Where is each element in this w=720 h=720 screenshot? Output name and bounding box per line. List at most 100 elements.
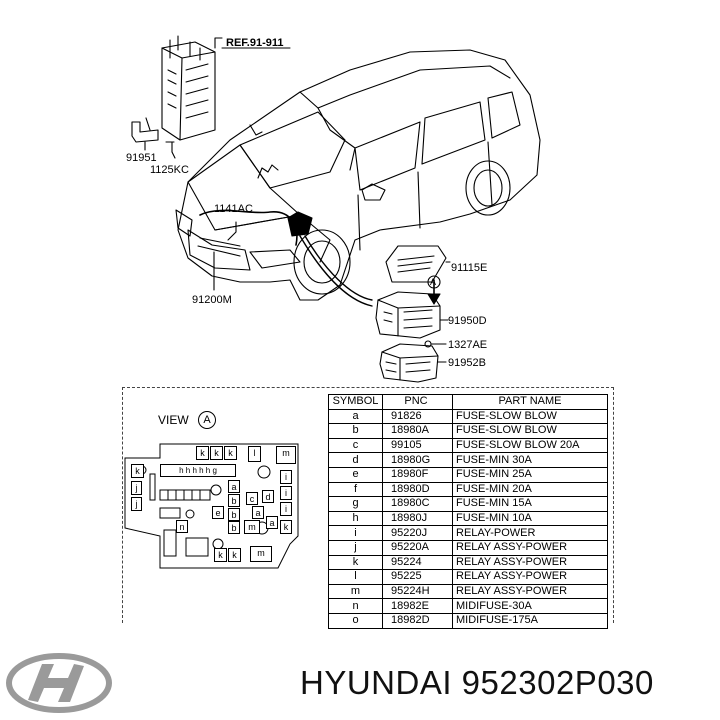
row-symbol: b [328,423,383,439]
row-symbol: n [328,598,383,614]
slot-a1: a [228,480,240,493]
slot-k1: k [196,446,209,460]
row-part-name: RELAY ASSY-POWER [452,569,608,585]
row-symbol: f [328,481,383,498]
row-part-name: FUSE-MIN 25A [452,466,608,483]
slot-k5: k [280,520,292,534]
callout-bracket: 91951 [126,152,157,164]
parts-table-header: SYMBOL PNC PART NAME [328,394,608,410]
header-symbol: SYMBOL [328,394,383,410]
callout-front-harness: 91200M [192,294,232,306]
row-part-name: FUSE-MIN 20A [452,481,608,498]
row-symbol: e [328,466,383,483]
row-part-name: FUSE-SLOW BLOW 20A [452,437,608,454]
row-symbol: l [328,569,383,585]
hyundai-logo-icon [6,653,112,713]
slot-i3: i [280,502,292,516]
row-part-name: RELAY ASSY-POWER [452,554,608,571]
slot-k6: k [214,548,227,562]
row-pnc: 18982D [382,612,453,629]
row-symbol: j [328,539,383,556]
row-symbol: i [328,525,383,541]
bracket-part [131,121,159,143]
slot-d1: d [262,490,274,503]
callout-nut: 1327AE [448,339,488,351]
row-symbol: g [328,496,383,512]
row-pnc: 18980D [382,481,453,498]
slot-j2: j [131,497,142,511]
row-pnc: 95220A [382,539,453,556]
slot-n1: n [176,520,188,533]
slot-a3: a [266,516,278,529]
row-part-name: FUSE-MIN 30A [452,452,608,468]
slot-m2: m [244,520,260,534]
row-pnc: 18980J [382,510,453,527]
junction-box-part [375,291,441,339]
row-symbol: d [328,452,383,468]
header-pnc: PNC [382,394,453,410]
slot-i2: i [280,486,292,500]
slot-k2: k [210,446,223,460]
row-pnc: 18980G [382,452,453,468]
row-symbol: a [328,408,383,425]
row-part-name: FUSE-SLOW BLOW [452,423,608,439]
row-pnc: 95225 [382,569,453,585]
callout-junction-box: 91950D [448,315,487,327]
slot-c1: c [246,492,258,505]
slot-j1: j [131,481,142,495]
slot-e1: e [212,506,224,519]
callout-bolt: 1125KC [150,164,189,176]
cover-part [385,245,447,283]
slot-a2: a [252,506,264,519]
row-symbol: k [328,554,383,571]
slot-l1: l [248,446,261,462]
view-arrow-letter: A [430,277,437,287]
slot-m1: m [276,446,296,464]
slot-k7: k [228,548,241,562]
row-pnc: 18980C [382,496,453,512]
row-part-name: MIDIFUSE-175A [452,612,608,629]
view-label: VIEW [158,413,189,427]
slot-h-row: h h h h h g [160,464,236,477]
slot-i1: i [280,470,292,484]
row-pnc: 91826 [382,408,453,425]
detail-panel [122,387,614,623]
row-symbol: o [328,612,383,629]
slot-b3: b [228,521,240,534]
row-part-name: MIDIFUSE-30A [452,598,608,614]
row-pnc: 99105 [382,437,453,454]
row-part-name: FUSE-MIN 10A [452,510,608,527]
brand-part-number: HYUNDAI 952302P030 [300,664,654,701]
row-pnc: 18980F [382,466,453,483]
row-part-name: FUSE-MIN 15A [452,496,608,512]
row-pnc: 95224H [382,583,453,600]
slot-b2: b [228,508,240,521]
slot-k3: k [224,446,237,460]
header-part-name: PART NAME [452,394,608,410]
callout-cover: 91115E [451,262,488,274]
row-pnc: 18982E [382,598,453,614]
vehicle-outline [177,49,541,301]
callout-ref: REF.91-911 [226,37,284,49]
callout-lower-box: 91952B [448,357,486,369]
row-symbol: h [328,510,383,527]
slot-b1: b [228,494,240,507]
row-part-name: FUSE-SLOW BLOW [452,408,608,425]
slot-k4: k [131,464,144,478]
